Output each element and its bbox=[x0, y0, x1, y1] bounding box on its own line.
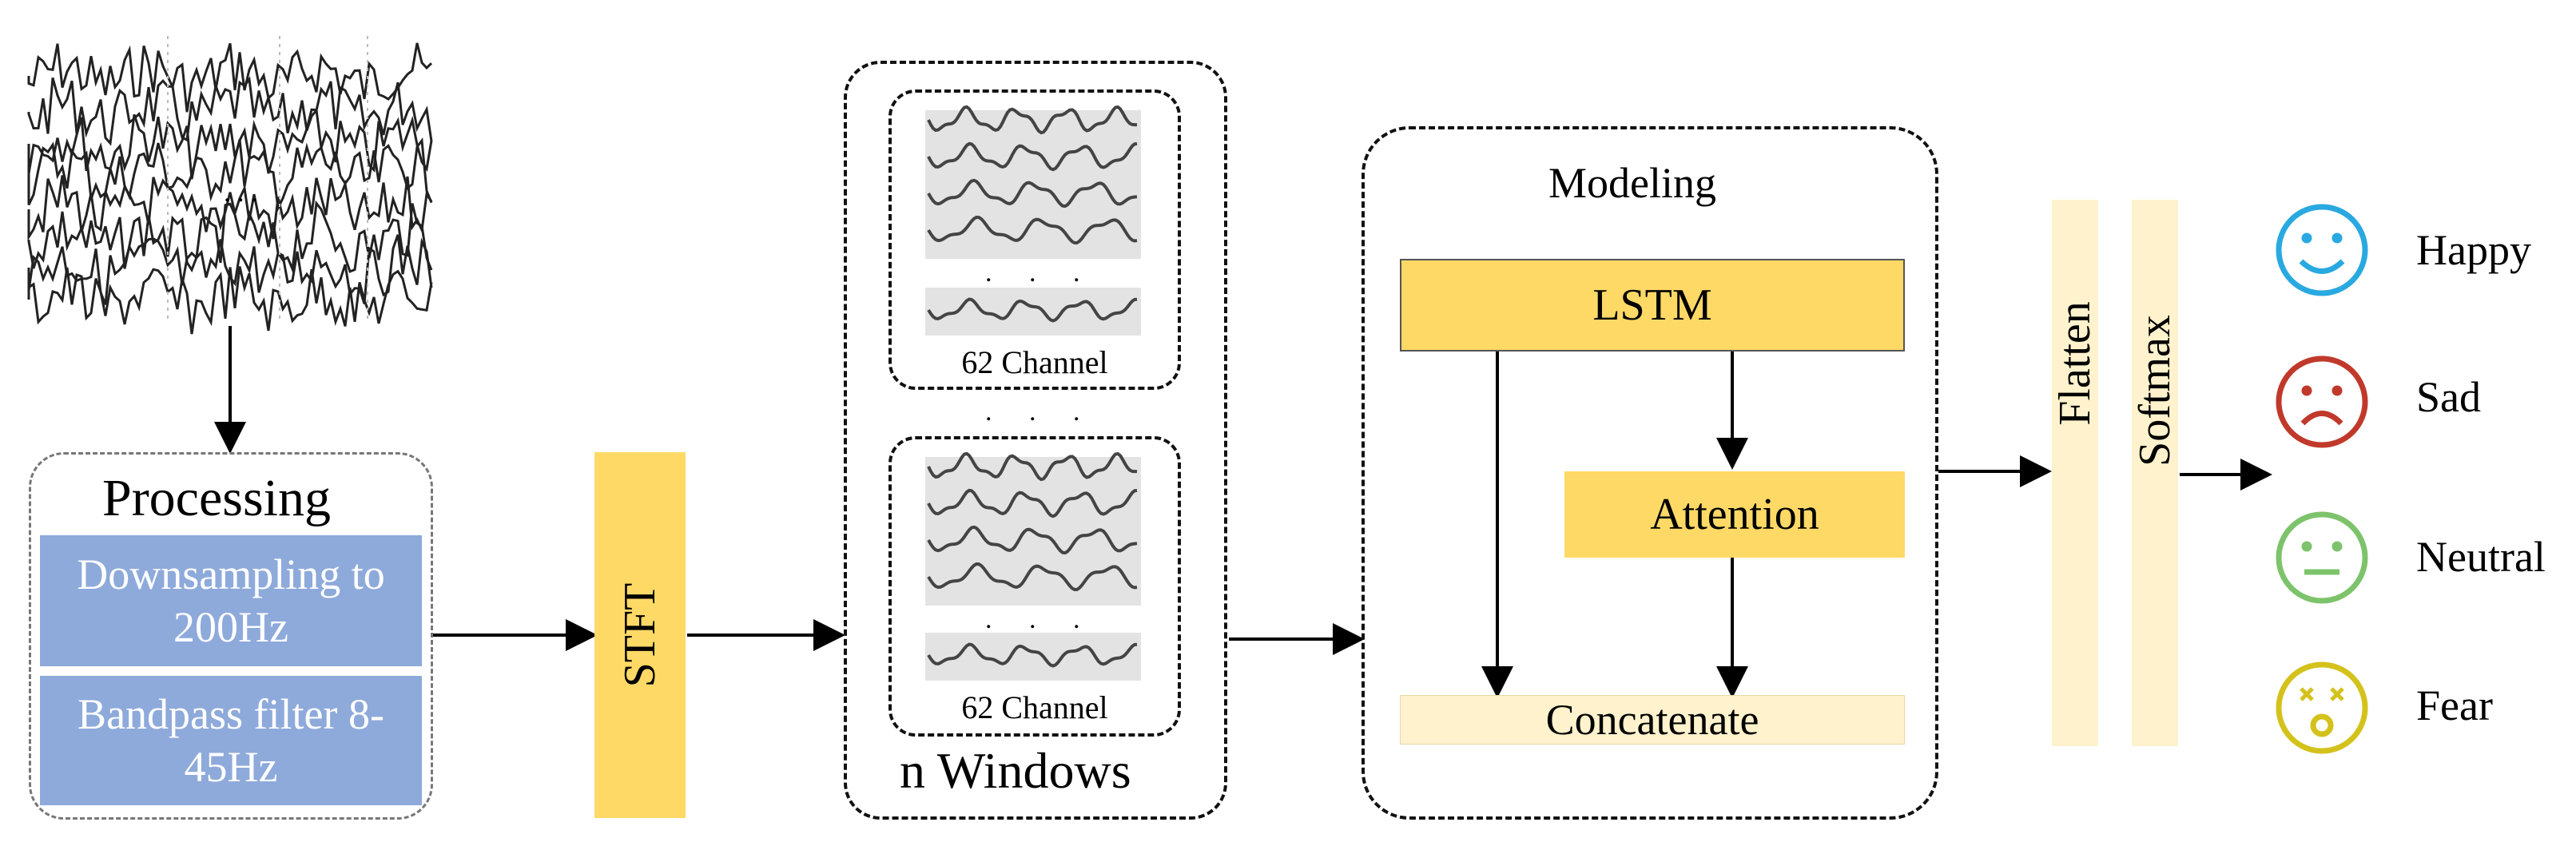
stft-block: STFT bbox=[594, 452, 686, 818]
attention-label: Attention bbox=[1650, 490, 1819, 539]
emotion-label-sad: Sad bbox=[2416, 373, 2481, 421]
happy-face-icon bbox=[2276, 204, 2368, 296]
downsampling-label: Downsampling to 200Hz bbox=[77, 550, 385, 651]
emotion-label-neutral: Neutral bbox=[2416, 533, 2546, 581]
windows-container bbox=[844, 61, 1227, 820]
bandpass-step: Bandpass filter 8-45Hz bbox=[40, 676, 422, 805]
fear-face-icon bbox=[2276, 661, 2368, 754]
concatenate-block: Concatenate bbox=[1400, 695, 1905, 745]
channel-label-window-1: 62 Channel bbox=[961, 344, 1108, 380]
processing-panel bbox=[29, 452, 433, 820]
lstm-label: LSTM bbox=[1592, 280, 1712, 330]
modeling-container bbox=[1362, 126, 1938, 820]
sad-face-icon bbox=[2276, 355, 2368, 448]
concatenate-label: Concatenate bbox=[1545, 696, 1759, 744]
softmax-layer: Softmax bbox=[2130, 200, 2180, 746]
window-2-panel bbox=[888, 436, 1181, 737]
windows-title: n Windows bbox=[900, 742, 1131, 799]
bandpass-label: Bandpass filter 8-45Hz bbox=[78, 690, 384, 791]
softmax-label: Softmax bbox=[2130, 315, 2180, 467]
flatten-layer: Flatten bbox=[2050, 200, 2100, 746]
svg-text:. . .: . . . bbox=[224, 178, 258, 208]
flatten-label: Flatten bbox=[2050, 301, 2100, 426]
processing-title: Processing bbox=[102, 469, 331, 527]
downsampling-step: Downsampling to 200Hz bbox=[40, 535, 422, 666]
stft-label: STFT bbox=[615, 582, 665, 688]
neutral-face-icon bbox=[2276, 511, 2368, 604]
emotion-label-happy: Happy bbox=[2416, 226, 2531, 274]
attention-block: Attention bbox=[1564, 471, 1905, 558]
emotion-label-fear: Fear bbox=[2416, 681, 2493, 729]
window-1-panel bbox=[888, 89, 1181, 390]
lstm-block: LSTM bbox=[1400, 259, 1905, 352]
modeling-title: Modeling bbox=[1548, 159, 1716, 207]
channel-label-window-2: 62 Channel bbox=[961, 689, 1108, 725]
